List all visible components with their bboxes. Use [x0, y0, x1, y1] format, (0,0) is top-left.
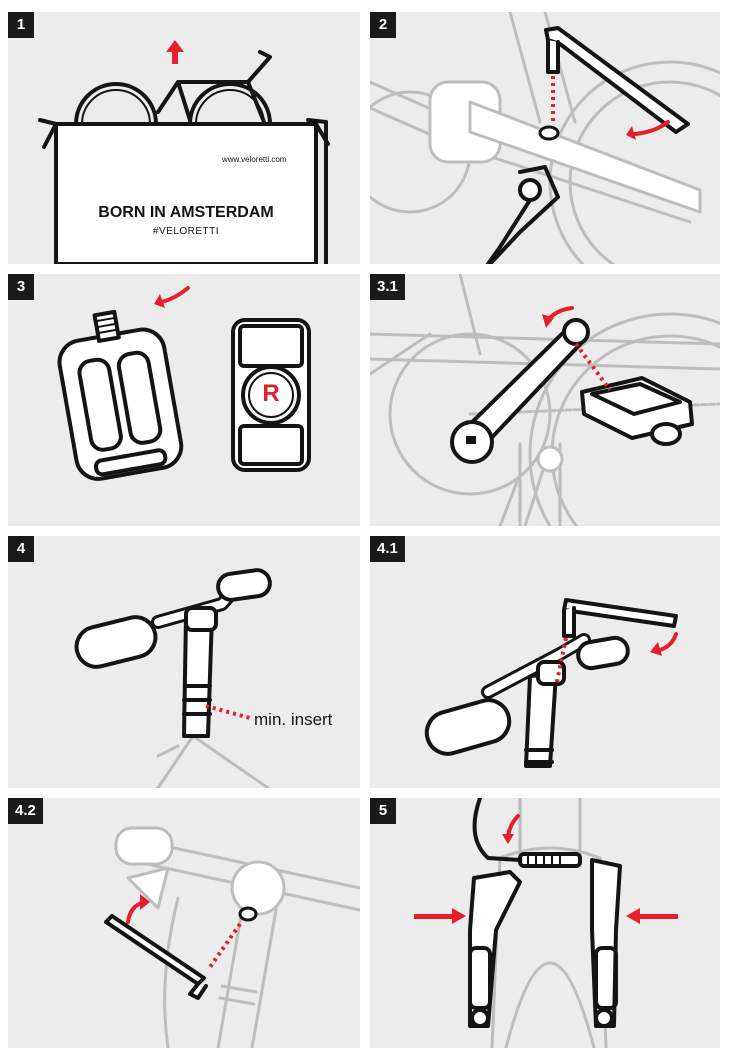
- rotate-arrow-icon: [650, 632, 678, 656]
- hex-key-icon: [104, 914, 206, 986]
- pedals-illustration: [57, 286, 311, 481]
- box-illustration: [38, 40, 330, 264]
- box-hashtag: #VELORETTI: [152, 226, 220, 237]
- rotate-arrow-icon: [502, 814, 520, 844]
- step-panel-4-2: 4.2: [8, 798, 360, 1048]
- step-badge: 3.1: [370, 274, 405, 300]
- rotate-arrow-icon: [626, 120, 670, 140]
- pedal-logo-badge: [241, 365, 301, 425]
- up-arrow-icon: [166, 40, 184, 64]
- step-badge: 3: [8, 274, 34, 300]
- step-panel-2: 2: [370, 12, 720, 264]
- step-panel-4: min. insert 4: [8, 536, 360, 788]
- rotate-arrow-icon: [154, 286, 190, 308]
- rotate-arrow-icon: [126, 894, 150, 924]
- push-arrow-icon: [414, 908, 466, 924]
- rotate-arrow-icon: [542, 306, 574, 328]
- step-panel-3-1: 3.1: [370, 274, 720, 526]
- seatpost-min-insert-label: min. insert: [254, 710, 333, 729]
- handlebar-illustration: [74, 568, 272, 788]
- step-badge: 5: [370, 798, 396, 824]
- crank-illustration: [370, 274, 720, 526]
- hex-key-icon: [562, 598, 678, 628]
- handlebar-tighten-illustration: [424, 598, 678, 768]
- step-badge: 4.2: [8, 798, 43, 824]
- v-brake-illustration: [414, 798, 678, 1048]
- step-badge: 2: [370, 12, 396, 38]
- hex-key-icon: [544, 26, 690, 134]
- pedal-logo-letter: R: [262, 380, 280, 407]
- step-badge: 4: [8, 536, 34, 562]
- push-arrow-icon: [626, 908, 678, 924]
- kickstand-illustration: [370, 12, 720, 264]
- box-url: www.veloretti.com: [222, 155, 287, 164]
- step-panel-3: R 3: [8, 274, 360, 526]
- step-badge: 4.1: [370, 536, 405, 562]
- step-panel-5: 5: [370, 798, 720, 1048]
- brake-lever-illustration: [104, 826, 360, 1048]
- box-slogan: BORN IN AMSTERDAM: [98, 204, 274, 221]
- step-badge: 1: [8, 12, 34, 38]
- step-panel-4-1: 4.1: [370, 536, 720, 788]
- step-panel-1: 1 www.veloretti.com BORN IN AMSTERDAM #V…: [8, 12, 360, 264]
